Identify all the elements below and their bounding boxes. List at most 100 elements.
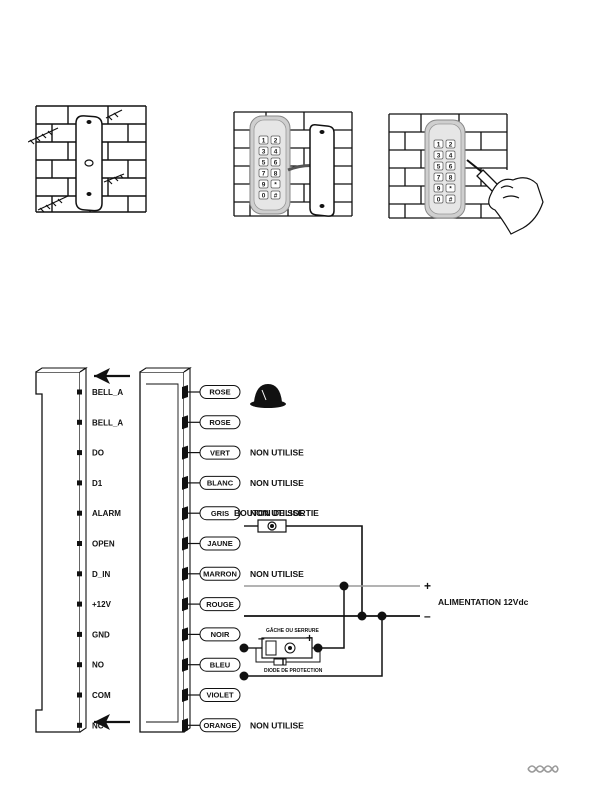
exit-button-icon (257, 519, 287, 533)
controller-terminal-block (35, 366, 88, 733)
wire-connector (182, 688, 188, 702)
wire-color-tag (199, 597, 241, 612)
wiring-row: OPEN JAUNE (77, 536, 241, 551)
wire-color-tag (199, 566, 241, 581)
wiring-row: ALARM GRIS NON UTILISE (77, 506, 304, 521)
keypad-key-label: 8 (449, 174, 453, 181)
keypad-key-label: 0 (437, 196, 441, 203)
keypad-key: 2 (270, 135, 281, 145)
arrow-left-icon (94, 368, 130, 384)
power-supply-label: ALIMENTATION 12Vdc (438, 597, 529, 607)
hand-icon (488, 177, 544, 235)
terminal-pin (77, 450, 82, 456)
keypad-key-label: 5 (437, 163, 441, 170)
wire-connector (182, 627, 188, 642)
wire-connector (182, 536, 188, 551)
wire-note: NON UTILISE (250, 508, 304, 518)
arrow-left-icon (94, 714, 130, 730)
keypad-key: 3 (258, 146, 269, 156)
pin-label: BELL_A (92, 418, 123, 427)
terminal-pin (77, 601, 82, 607)
keypad-key-label: 6 (274, 159, 278, 166)
terminal-pin (77, 389, 82, 395)
pin-label: ALARM (92, 509, 121, 518)
keypad-key-label: 9 (437, 185, 441, 192)
keypad-key: 6 (270, 157, 281, 167)
keypad-key-label: 2 (274, 137, 278, 144)
keypad-key-label: 8 (274, 170, 278, 177)
terminal-pin (77, 541, 82, 546)
wire-color-label: BLEU (210, 660, 230, 669)
keypad-key-label: * (274, 181, 277, 188)
wiring-row: BELL_A ROSE (77, 415, 241, 430)
wire-color-tag (199, 506, 241, 521)
keypad-key: 4 (270, 146, 281, 156)
wire-note: NON UTILISE (250, 569, 304, 579)
keypad-key-label: 7 (262, 170, 266, 177)
wire-color-label: VIOLET (206, 691, 234, 700)
illustration-mount-backplate (28, 105, 147, 213)
wire-connector (182, 566, 188, 581)
wire-color-label: JAUNE (207, 539, 232, 548)
keypad-key: 7 (258, 168, 269, 178)
wire-color-tag (199, 536, 241, 551)
wire-color-label: GRIS (211, 509, 229, 518)
keypad-key: 2 (445, 139, 456, 149)
screw-icon (28, 109, 125, 213)
keypad-key: 4 (445, 150, 456, 160)
wire-color-label: MARRON (203, 570, 237, 579)
keypad-key: 8 (270, 168, 281, 178)
lock-minus-sign: – (258, 631, 265, 645)
wire-connector (182, 718, 188, 733)
wire-connector (182, 445, 188, 460)
keypad-key-label: # (449, 196, 453, 203)
pin-label: GND (92, 630, 110, 639)
wire-color-tag (199, 627, 241, 642)
keypad-key: 1 (433, 139, 444, 149)
keypad-key-label: * (449, 185, 452, 192)
keypad-key: # (445, 194, 456, 204)
keypad-key: 7 (433, 172, 444, 182)
brand-logo-icon (527, 765, 559, 773)
keypad-key-label: 4 (274, 148, 278, 155)
keypad-key: 5 (433, 161, 444, 171)
terminal-pin (77, 662, 82, 668)
wire-color-label: ROUGE (206, 600, 234, 609)
wire-note: NON UTILISE (250, 720, 304, 730)
wiring-row: D_IN MARRON NON UTILISE (77, 566, 304, 581)
keypad-key-label: 1 (262, 137, 266, 144)
keypad-key: * (445, 183, 456, 193)
pin-label: D_IN (92, 570, 110, 579)
keypad-key: 9 (433, 183, 444, 193)
wire-color-label: ROSE (209, 388, 230, 397)
wire-color-label: VERT (210, 448, 230, 457)
keypad-key-label: # (274, 192, 278, 199)
keypad-key-label: 2 (449, 141, 453, 148)
wire-color-tag (199, 415, 241, 430)
terminal-pin (77, 631, 82, 637)
backplate (309, 124, 335, 217)
wire-color-label: BLANC (207, 479, 234, 488)
power-minus-sign: – (424, 609, 431, 623)
terminal-pin (77, 692, 82, 698)
terminal-pin (77, 419, 82, 425)
keypad-key-label: 9 (262, 181, 266, 188)
pin-label: OPEN (92, 540, 115, 549)
terminal-pin (77, 480, 82, 486)
exit-button-label: BOUTON DE SORTIE (234, 508, 319, 518)
lock-label: GÂCHE OU SERRURE (266, 627, 319, 634)
pin-label: DO (92, 449, 104, 458)
pin-label: NC (92, 721, 104, 730)
keypad-key-label: 5 (262, 159, 266, 166)
wire-color-label: ROSE (209, 418, 230, 427)
wire-color-tag (199, 657, 241, 672)
